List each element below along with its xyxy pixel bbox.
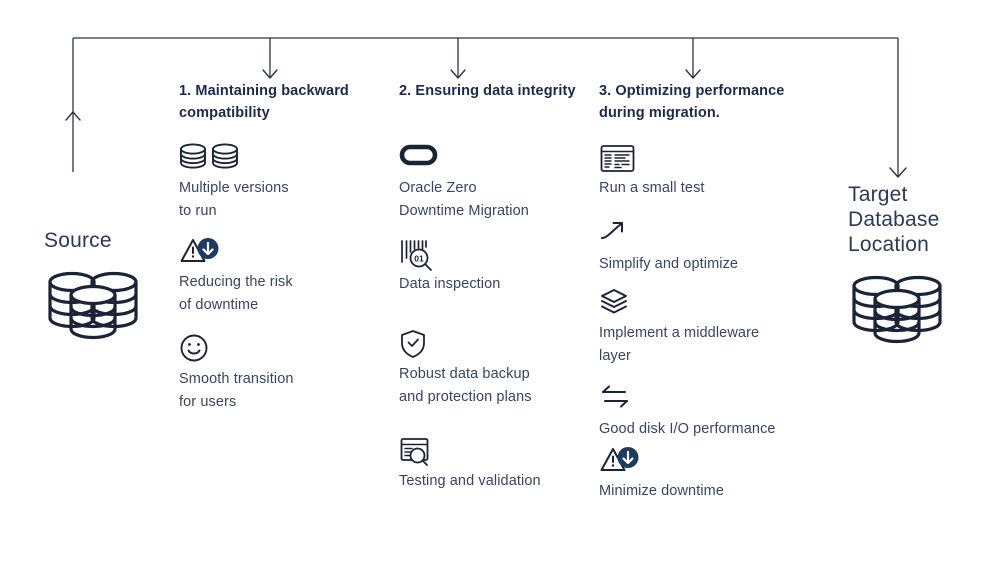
item-simplify-optimize: Simplify and optimize	[599, 218, 738, 276]
database-stack-icon	[848, 269, 998, 344]
item-disk-io-label: Good disk I/O performance	[599, 421, 776, 437]
target-endpoint: Target Database Location	[848, 182, 998, 344]
transfer-arrows-icon	[599, 383, 776, 413]
item-data-inspection-label: Data inspection	[399, 276, 501, 292]
source-endpoint: Source	[44, 228, 204, 340]
item-data-inspection: 01 Data inspection	[399, 238, 500, 296]
testing-validation-icon	[399, 435, 541, 466]
item-robust-backup: Robust data backup and protection plans	[399, 328, 532, 409]
item-smooth-transition-label: Smooth transition for users	[179, 371, 294, 410]
database-stack-icon	[44, 265, 204, 340]
svg-text:01: 01	[414, 253, 424, 263]
arrowhead-col-1	[262, 69, 278, 79]
multiple-databases-icon	[179, 142, 289, 172]
source-arrowhead	[65, 111, 81, 121]
arrowhead-col-2	[450, 69, 466, 79]
column-2-heading: 2. Ensuring data integrity	[399, 83, 576, 99]
item-reducing-risk-label: Reducing the risk of downtime	[179, 274, 293, 313]
item-robust-backup-label: Robust data backup and protection plans	[399, 366, 532, 405]
warning-downtime-icon	[599, 445, 724, 475]
shield-check-icon	[399, 328, 532, 358]
item-testing-validation: Testing and validation	[399, 435, 541, 493]
item-minimize-downtime: Minimize downtime	[599, 445, 724, 503]
item-simplify-optimize-label: Simplify and optimize	[599, 256, 739, 272]
arrowhead-target	[889, 167, 907, 178]
oracle-logo-icon	[399, 142, 529, 172]
smiley-face-icon	[179, 333, 294, 363]
item-oracle-zdm-label: Oracle Zero Downtime Migration	[399, 180, 529, 219]
layers-icon	[599, 287, 759, 317]
item-smooth-transition: Smooth transition for users	[179, 333, 294, 414]
item-minimize-downtime-label: Minimize downtime	[599, 483, 724, 499]
item-run-small-test: Run a small test	[599, 142, 705, 200]
item-run-small-test-label: Run a small test	[599, 180, 705, 196]
column-3: 3. Optimizing performance during migrati…	[599, 80, 824, 499]
item-multiple-versions-label: Multiple versions to run	[179, 180, 289, 219]
warning-downtime-icon	[179, 236, 293, 266]
column-1-heading: 1. Maintaining backward compatibility	[179, 83, 349, 121]
item-reducing-risk: Reducing the risk of downtime	[179, 236, 293, 317]
window-code-icon	[599, 142, 705, 172]
column-1: 1. Maintaining backward compatibility	[179, 80, 375, 410]
column-2: 2. Ensuring data integrity Oracle Zero D…	[399, 80, 589, 489]
trending-up-arrow-icon	[599, 218, 738, 248]
target-label: Target Database Location	[848, 183, 940, 256]
item-middleware-layer: Implement a middleware layer	[599, 287, 759, 368]
arrowhead-col-3	[685, 69, 701, 79]
item-middleware-layer-label: Implement a middleware layer	[599, 325, 760, 364]
item-multiple-versions: Multiple versions to run	[179, 142, 289, 223]
item-testing-validation-label: Testing and validation	[399, 473, 541, 489]
source-label: Source	[44, 229, 112, 252]
data-inspection-icon: 01	[399, 238, 500, 271]
item-disk-io: Good disk I/O performance	[599, 383, 776, 441]
column-3-heading: 3. Optimizing performance during migrati…	[599, 83, 785, 121]
item-oracle-zdm: Oracle Zero Downtime Migration	[399, 142, 529, 223]
